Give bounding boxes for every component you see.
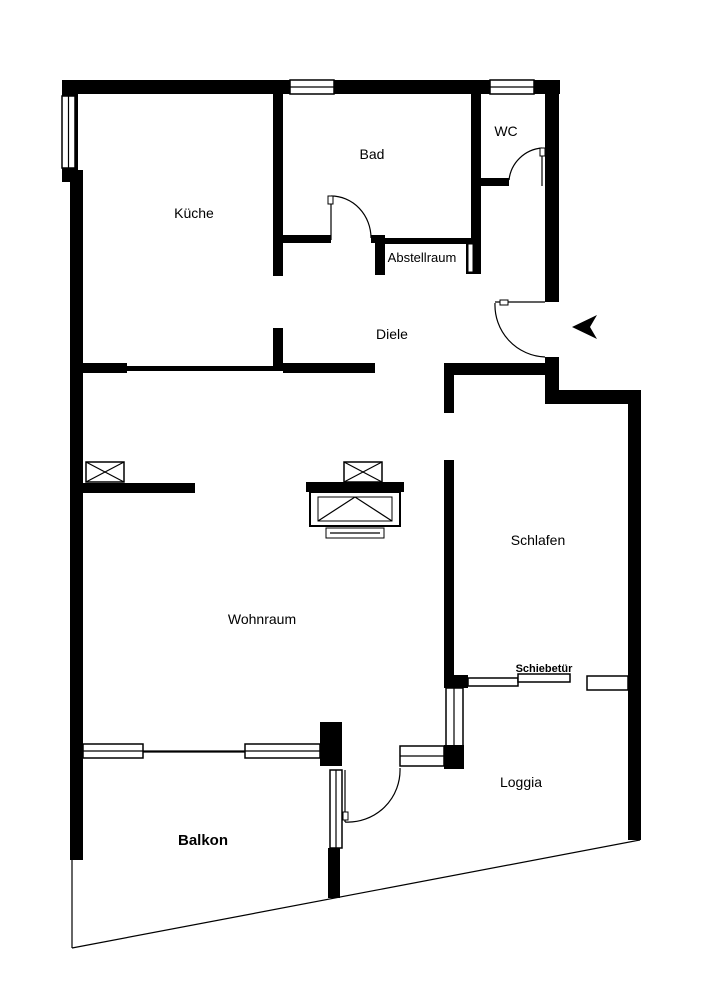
room-label-balkon: Balkon bbox=[178, 832, 228, 849]
exterior-walls bbox=[62, 80, 641, 860]
room-label-wohnraum: Wohnraum bbox=[228, 611, 296, 627]
room-labels: Küche Bad WC Abstellraum Diele Schlafen … bbox=[174, 123, 573, 849]
room-label-abstellraum: Abstellraum bbox=[388, 250, 457, 265]
room-label-schlafen: Schlafen bbox=[511, 532, 565, 548]
entrance-arrow-icon bbox=[572, 315, 597, 339]
room-label-diele: Diele bbox=[376, 326, 408, 342]
shafts bbox=[85, 461, 383, 483]
annotation-schiebetuer: Schiebetür bbox=[516, 663, 574, 675]
room-label-loggia: Loggia bbox=[500, 774, 542, 790]
windows bbox=[61, 79, 629, 849]
fireplace bbox=[306, 482, 404, 539]
room-label-wc: WC bbox=[494, 123, 517, 139]
interior-walls bbox=[83, 94, 558, 898]
room-label-kueche: Küche bbox=[174, 205, 214, 221]
balcony-outline bbox=[71, 839, 641, 949]
room-label-bad: Bad bbox=[360, 146, 385, 162]
doors bbox=[327, 147, 546, 823]
